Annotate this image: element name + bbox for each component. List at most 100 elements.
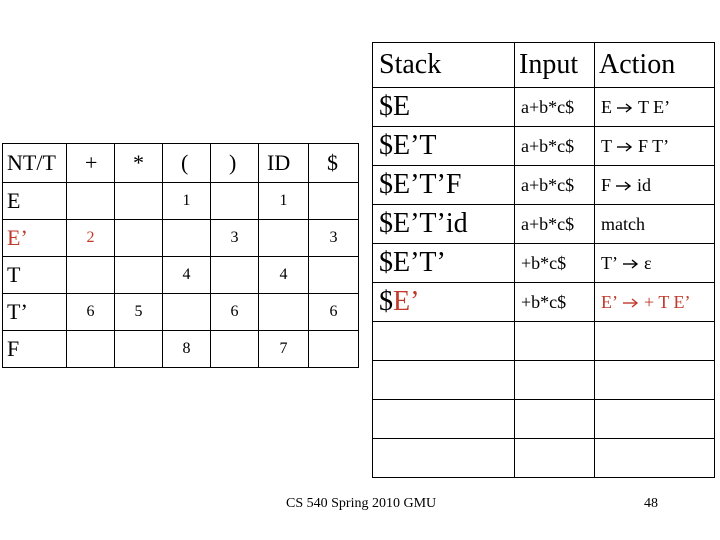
arrow-right-icon bbox=[623, 259, 639, 269]
rule-cell: 3 bbox=[210, 219, 259, 257]
rule-cell: 4 bbox=[162, 256, 211, 294]
nonterminal-t: T bbox=[2, 256, 67, 294]
arrow-right-icon bbox=[623, 298, 639, 308]
trace-header-row: Stack Input Action bbox=[372, 42, 715, 88]
arrow-right-icon bbox=[617, 142, 633, 152]
action-lhs: F bbox=[601, 174, 612, 195]
header-dollar: $ bbox=[308, 143, 359, 183]
rule-cell bbox=[162, 219, 211, 257]
rule-cell: 6 bbox=[66, 293, 115, 331]
trace-row-empty bbox=[372, 399, 715, 439]
rule-cell bbox=[308, 182, 359, 220]
rule-cell: 1 bbox=[258, 182, 309, 220]
header-stack: Stack bbox=[372, 42, 515, 88]
trace-row: $E’T a+b*c$ T F T’ bbox=[372, 126, 715, 166]
action-cell bbox=[594, 399, 715, 439]
rule-cell: 8 bbox=[162, 330, 211, 368]
stack-cell bbox=[372, 360, 515, 400]
trace-row-empty bbox=[372, 360, 715, 400]
action-rhs: F T’ bbox=[638, 135, 670, 156]
action-cell bbox=[594, 321, 715, 361]
page-number: 48 bbox=[644, 496, 658, 511]
trace-row: $E’T’id a+b*c$ match bbox=[372, 204, 715, 244]
input-cell bbox=[514, 360, 595, 400]
stack-cell: $E’T’ bbox=[372, 243, 515, 283]
nonterminal-t-prime: T’ bbox=[2, 293, 67, 331]
header-nt-t: NT/T bbox=[2, 143, 67, 183]
rule-cell bbox=[308, 330, 359, 368]
trace-row-empty bbox=[372, 438, 715, 478]
header-id: ID bbox=[258, 143, 309, 183]
rule-cell: 5 bbox=[114, 293, 163, 331]
rule-cell bbox=[210, 182, 259, 220]
action-cell-highlighted: E’ + T E’ bbox=[594, 282, 715, 322]
stack-cell bbox=[372, 399, 515, 439]
stack-cell: $E bbox=[372, 87, 515, 127]
input-cell bbox=[514, 321, 595, 361]
rule-cell: 3 bbox=[308, 219, 359, 257]
rule-cell bbox=[114, 256, 163, 294]
rule-cell bbox=[308, 256, 359, 294]
nonterminal-f: F bbox=[2, 330, 67, 368]
ll1-parse-table: NT/T + * ( ) ID $ E 1 1 E’ 2 3 3 T 4 4 T… bbox=[2, 143, 359, 368]
stack-cell bbox=[372, 438, 515, 478]
header-input: Input bbox=[514, 42, 595, 88]
action-rhs: id bbox=[637, 174, 652, 195]
stack-cell bbox=[372, 321, 515, 361]
action-rhs: T E’ bbox=[638, 96, 671, 117]
slide-footer: CS 540 Spring 2010 GMU bbox=[286, 496, 437, 511]
rule-cell bbox=[66, 330, 115, 368]
action-cell: E T E’ bbox=[594, 87, 715, 127]
header-plus: + bbox=[66, 143, 115, 183]
parse-table-header-row: NT/T + * ( ) ID $ bbox=[2, 143, 359, 183]
parse-row-t: T 4 4 bbox=[2, 256, 359, 294]
stack-top-highlighted: E’ bbox=[393, 286, 420, 317]
action-rhs: ε bbox=[644, 252, 652, 273]
action-lhs: E’ bbox=[601, 291, 618, 312]
input-cell: a+b*c$ bbox=[514, 204, 595, 244]
rule-cell bbox=[66, 256, 115, 294]
stack-cell: $E’T bbox=[372, 126, 515, 166]
rule-cell bbox=[258, 293, 309, 331]
input-cell: +b*c$ bbox=[514, 282, 595, 322]
action-cell: T F T’ bbox=[594, 126, 715, 166]
input-cell: +b*c$ bbox=[514, 243, 595, 283]
input-cell: a+b*c$ bbox=[514, 87, 595, 127]
rule-cell: 7 bbox=[258, 330, 309, 368]
action-lhs: E bbox=[601, 96, 612, 117]
rule-cell: 6 bbox=[308, 293, 359, 331]
input-cell: a+b*c$ bbox=[514, 126, 595, 166]
parse-row-t-prime: T’ 6 5 6 6 bbox=[2, 293, 359, 331]
parse-row-f: F 8 7 bbox=[2, 330, 359, 368]
header-star: * bbox=[114, 143, 163, 183]
header-lparen: ( bbox=[162, 143, 211, 183]
arrow-right-icon bbox=[617, 103, 633, 113]
rule-cell bbox=[114, 182, 163, 220]
rule-cell bbox=[162, 293, 211, 331]
parse-row-e: E 1 1 bbox=[2, 182, 359, 220]
header-action: Action bbox=[594, 42, 715, 88]
trace-row-empty bbox=[372, 321, 715, 361]
stack-cell: $E’T’F bbox=[372, 165, 515, 205]
stack-cell: $E’ bbox=[372, 282, 515, 322]
stack-prefix: $ bbox=[379, 286, 393, 317]
parse-row-e-prime: E’ 2 3 3 bbox=[2, 219, 359, 257]
rule-cell: 6 bbox=[210, 293, 259, 331]
action-cell bbox=[594, 360, 715, 400]
rule-cell bbox=[114, 219, 163, 257]
rule-cell bbox=[66, 182, 115, 220]
rule-cell bbox=[114, 330, 163, 368]
arrow-right-icon bbox=[616, 181, 632, 191]
nonterminal-e-prime: E’ bbox=[2, 219, 67, 257]
input-cell: a+b*c$ bbox=[514, 165, 595, 205]
action-rhs: + T E’ bbox=[644, 291, 691, 312]
rule-cell-highlighted: 2 bbox=[66, 219, 115, 257]
input-cell bbox=[514, 438, 595, 478]
stack-cell: $E’T’id bbox=[372, 204, 515, 244]
action-lhs: T bbox=[601, 135, 612, 156]
rule-cell: 1 bbox=[162, 182, 211, 220]
trace-row-current: $E’ +b*c$ E’+ T E’ bbox=[372, 282, 715, 322]
